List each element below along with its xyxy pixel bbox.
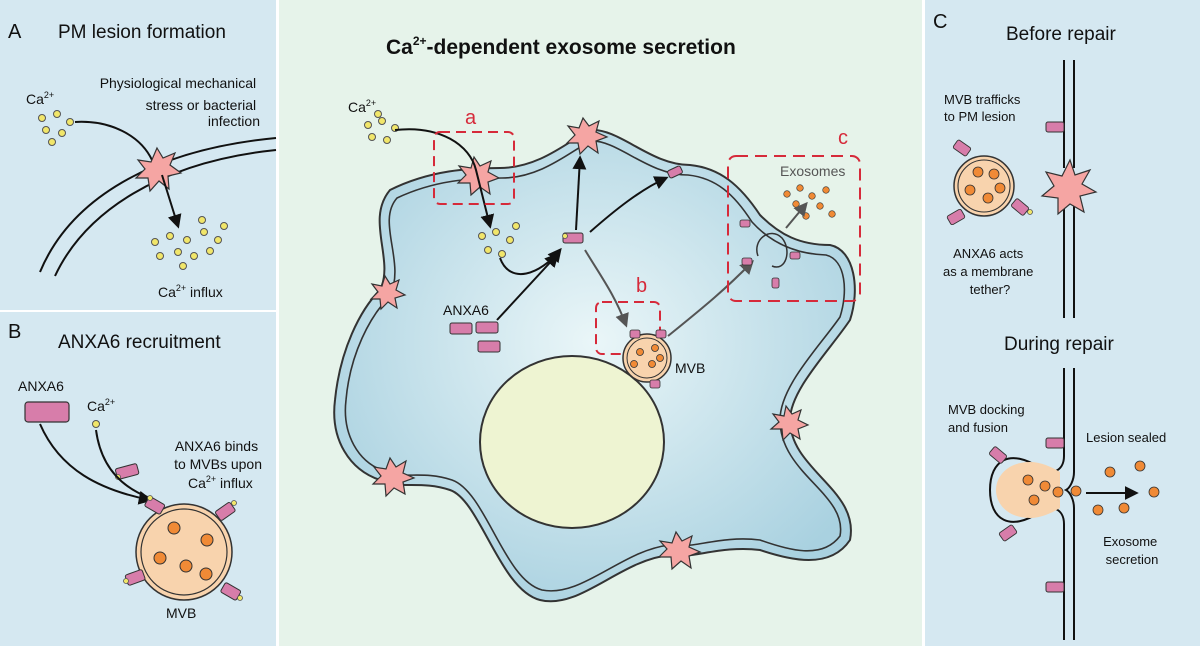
box-c-anxa6-3 <box>789 251 801 260</box>
panel-c-before-title: Before repair <box>1006 24 1117 45</box>
panel-a-influx-label: Ca2+ influx <box>158 283 223 300</box>
during-anxa6-top <box>1045 437 1065 449</box>
panel-a-background <box>0 0 276 310</box>
center-panel: Ca2+-dependent exosome secretion Ca2+ AN… <box>333 34 861 603</box>
panel-a-arrow-in <box>74 120 153 161</box>
docking-text: MVB docking and fusion <box>948 402 1028 435</box>
panel-a-lesion <box>134 146 183 193</box>
panel-a-ca-label: Ca2+ <box>26 90 54 107</box>
box-c <box>727 155 861 302</box>
panel-a-title: PM lesion formation <box>58 22 226 43</box>
box-c-label: c <box>838 127 848 149</box>
exosome-release-arrow <box>785 201 808 229</box>
during-anxa6-bottom <box>998 524 1018 542</box>
panel-a-letter: A <box>8 21 22 43</box>
panel-b-anxa6-protein <box>24 401 70 423</box>
panel-b-arrow-2 <box>95 429 151 499</box>
cell-lesion-bottomleft <box>371 456 416 498</box>
center-arrow-to-lesion-top <box>572 155 587 231</box>
panel-b-title: ANXA6 recruitment <box>58 332 221 353</box>
center-membrane-anxa6 <box>667 165 683 179</box>
center-calcium-dots-inside <box>478 222 520 258</box>
panel-a-stress-text: Physiological mechanical stress or bacte… <box>100 75 260 129</box>
center-arrow-to-membrane <box>589 176 669 233</box>
center-arrow-ca-in <box>394 128 495 229</box>
before-mvb <box>946 139 1033 226</box>
panel-c: C Before repair MVB trafficks to PM lesi… <box>933 11 1166 640</box>
exosomes-label: Exosomes <box>780 163 845 179</box>
box-c-anxa6-2 <box>741 257 753 266</box>
tether-text: ANXA6 acts as a membrane tether? <box>943 246 1037 297</box>
during-membrane-right <box>1063 368 1075 640</box>
before-membrane-anxa6 <box>1045 121 1065 133</box>
panel-a-calcium-dots <box>38 110 74 146</box>
panel-b: B ANXA6 recruitment ANXA6 Ca2+ ANXA6 bin… <box>8 321 262 621</box>
center-title: Ca2+-dependent exosome secretion <box>386 34 736 59</box>
box-a <box>433 131 515 205</box>
cell-lesion-bottom <box>657 530 702 571</box>
secretion-text: Exosome secretion <box>1103 534 1161 567</box>
box-b-label: b <box>636 275 647 297</box>
panel-b-anxa6-label: ANXA6 <box>18 378 64 394</box>
during-exosome-exiting <box>1070 485 1082 497</box>
lesion-sealed-label: Lesion sealed <box>1086 430 1166 445</box>
center-arrow-mvb-to-membrane <box>667 259 754 337</box>
during-exosomes-inside <box>1022 474 1064 506</box>
nucleus <box>479 355 665 529</box>
center-calcium-dots-outside <box>364 110 399 144</box>
during-anxa6-left <box>989 446 1007 464</box>
cell-membrane-inner <box>344 140 846 592</box>
panel-b-calcium-dot <box>92 420 100 428</box>
cell-lesion-top <box>565 116 609 156</box>
during-fused-mvb <box>996 462 1060 518</box>
panel-c-during-title: During repair <box>1004 334 1114 355</box>
panel-a-membrane-inner <box>54 149 277 277</box>
panel-b-arrow-1 <box>39 423 153 505</box>
center-anxa6-proteins <box>449 321 501 353</box>
panel-a-arrow-out <box>161 174 182 229</box>
panel-c-letter: C <box>933 11 947 33</box>
center-mvb <box>622 329 672 389</box>
panel-b-letter: B <box>8 321 21 343</box>
panel-a-influx-dots <box>151 216 228 270</box>
exocytosis-pocket <box>756 232 788 268</box>
box-a-label: a <box>465 107 477 129</box>
before-lesion <box>1040 158 1098 216</box>
mvb-traffic-text: MVB trafficks to PM lesion <box>944 92 1024 124</box>
center-bound-anxa6 <box>562 232 584 244</box>
panel-c-background <box>925 0 1200 646</box>
center-arrow-to-mvb <box>584 249 629 328</box>
center-anxa6-label: ANXA6 <box>443 302 489 318</box>
panel-b-bind-text: ANXA6 binds to MVBs upon <box>174 438 262 472</box>
secreted-exosomes <box>1092 460 1160 516</box>
box-c-anxa6-4 <box>771 277 780 289</box>
panel-a: A PM lesion formation Ca2+ Physiological… <box>8 21 277 300</box>
cell-lesion-left <box>369 274 407 311</box>
center-arrow-anxa6-up <box>496 252 559 321</box>
panel-b-bind-influx: Ca2+ influx <box>188 474 253 491</box>
box-c-anxa6-1 <box>739 219 751 228</box>
panel-b-ca-label: Ca2+ <box>87 397 115 414</box>
panel-b-mvb-label: MVB <box>166 605 196 621</box>
cell-lesion-right <box>769 404 810 442</box>
center-ca-label: Ca2+ <box>348 98 376 115</box>
panel-b-mvb <box>123 495 243 601</box>
during-anxa6-membrane <box>1045 581 1065 593</box>
center-mvb-label: MVB <box>675 360 705 376</box>
panel-a-membrane-outer <box>39 137 277 273</box>
